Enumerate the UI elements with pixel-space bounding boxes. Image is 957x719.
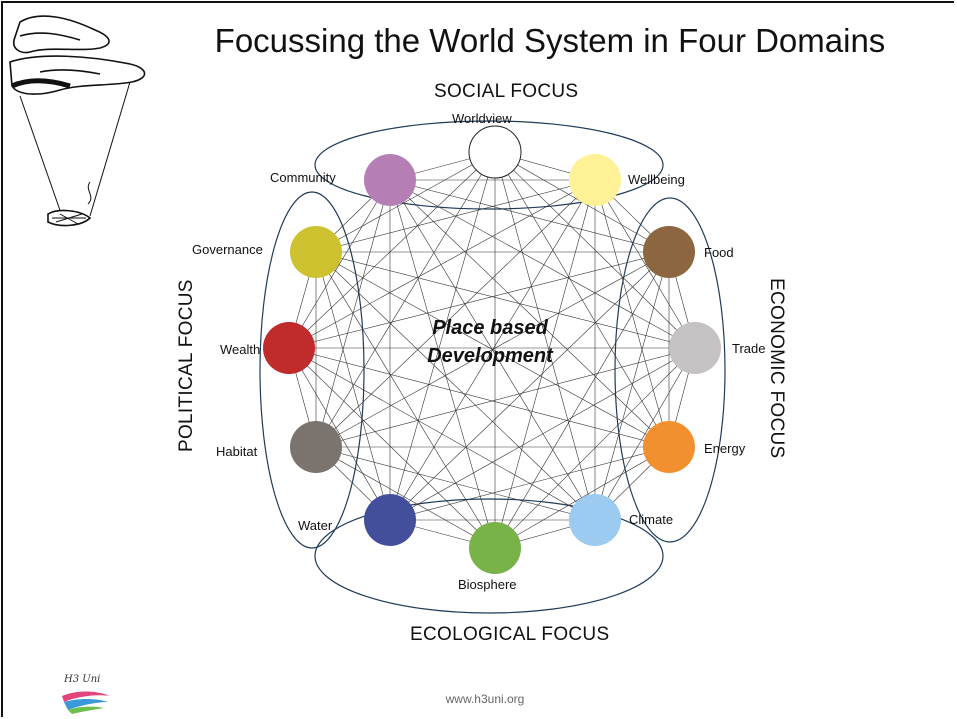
center-label-line-1: Place based xyxy=(432,317,548,339)
social-ellipse xyxy=(314,120,664,210)
node-food xyxy=(643,226,695,278)
node-label-habitat: Habitat xyxy=(216,444,258,459)
node-community xyxy=(364,154,416,206)
node-label-biosphere: Biosphere xyxy=(458,577,517,592)
connection-line xyxy=(315,251,496,549)
connection-line xyxy=(389,179,496,549)
logo-swoosh xyxy=(62,691,110,714)
center-label: Place based Development xyxy=(380,314,600,370)
political-ellipse xyxy=(259,191,365,549)
connection-line xyxy=(288,179,596,349)
node-biosphere xyxy=(469,522,521,574)
node-label-food: Food xyxy=(704,245,734,260)
connection-line xyxy=(389,179,670,448)
node-governance xyxy=(290,226,342,278)
political-focus-label: POLITICAL FOCUS xyxy=(176,279,197,452)
hands-illustration xyxy=(9,15,146,227)
connection-line xyxy=(494,347,696,549)
connection-line xyxy=(389,179,696,349)
connection-line xyxy=(594,251,670,521)
connection-line xyxy=(288,179,391,349)
ecological-ellipse xyxy=(314,498,664,614)
connection-line xyxy=(494,151,670,448)
node-label-water: Water xyxy=(298,518,333,533)
node-label-governance: Governance xyxy=(192,242,263,257)
node-wealth xyxy=(263,322,315,374)
economic-ellipse xyxy=(614,197,726,543)
website-url: www.h3uni.org xyxy=(445,692,525,706)
node-climate xyxy=(569,494,621,546)
connection-line xyxy=(288,347,391,521)
logo-text: H3 Uni xyxy=(64,674,101,685)
connection-line xyxy=(389,251,670,521)
node-trade xyxy=(669,322,721,374)
node-label-wealth: Wealth xyxy=(220,342,261,357)
connection-line xyxy=(315,446,596,521)
connection-line xyxy=(315,446,496,549)
connection-line xyxy=(288,347,670,448)
connection-line xyxy=(594,179,696,349)
connection-line xyxy=(494,179,596,549)
node-label-climate: Climate xyxy=(629,512,674,527)
social-focus-label: SOCIAL FOCUS xyxy=(434,81,579,102)
connection-line xyxy=(494,151,596,521)
connection-line xyxy=(315,179,596,448)
economic-focus-label: ECONOMIC FOCUS xyxy=(766,278,787,459)
connection-line xyxy=(389,347,696,521)
connection-line xyxy=(389,179,596,521)
node-label-trade: Trade xyxy=(732,341,766,356)
node-label-wellbeing: Wellbeing xyxy=(628,172,685,187)
connection-line xyxy=(315,151,496,448)
node-worldview xyxy=(468,125,522,179)
connection-line xyxy=(288,251,670,349)
node-water xyxy=(364,494,416,546)
connection-line xyxy=(315,347,696,448)
h3uni-logo: H3 Uni xyxy=(58,672,114,714)
connection-line xyxy=(315,179,391,448)
connection-line xyxy=(288,151,496,349)
node-label-worldview: Worldview xyxy=(452,111,512,126)
connection-line xyxy=(389,179,670,253)
connection-lines xyxy=(288,151,696,549)
center-label-line-2: Development xyxy=(427,345,553,367)
domain-nodes xyxy=(263,125,721,574)
node-energy xyxy=(643,421,695,473)
connection-line xyxy=(288,347,596,521)
slide-title: Focussing the World System in Four Domai… xyxy=(214,22,886,59)
node-label-community: Community xyxy=(270,170,336,185)
node-habitat xyxy=(290,421,342,473)
connection-line xyxy=(315,251,696,349)
node-wellbeing xyxy=(569,154,621,206)
focus-ellipses xyxy=(259,120,726,614)
node-label-energy: Energy xyxy=(704,441,746,456)
connection-line xyxy=(315,151,496,253)
connection-line xyxy=(315,251,596,521)
connection-line xyxy=(315,251,391,521)
connection-line xyxy=(494,251,670,549)
connection-line xyxy=(288,347,496,549)
connection-line xyxy=(389,151,496,521)
ecological-focus-label: ECOLOGICAL FOCUS xyxy=(410,624,610,645)
